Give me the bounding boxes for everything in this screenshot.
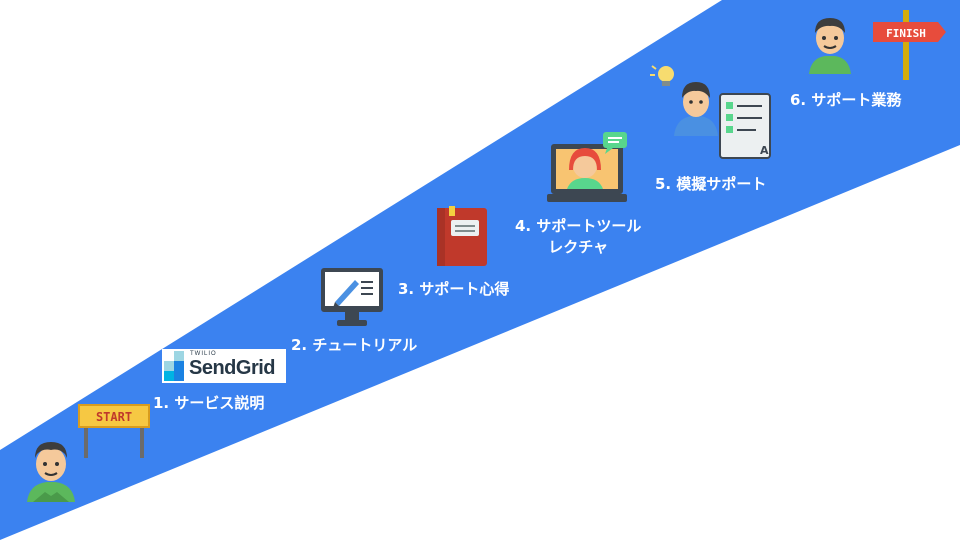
- step-1-label: 1. サービス説明: [153, 394, 265, 412]
- monitor-pen-icon: [321, 268, 383, 326]
- sendgrid-logo-mark: [164, 351, 184, 381]
- step-6-label: 6. サポート業務: [790, 91, 902, 109]
- person-idea-checklist-icon: A: [650, 65, 771, 159]
- sendgrid-logo-text: SendGrid: [189, 357, 276, 379]
- step-4-label: 4. サポートツール レクチャ: [515, 217, 642, 256]
- step-2-label: 2. チュートリアル: [291, 336, 418, 354]
- svg-text:A: A: [760, 144, 769, 157]
- laptop-support-icon: [547, 132, 627, 202]
- start-person-icon: [27, 442, 75, 502]
- red-book-icon: [437, 206, 487, 266]
- step-5-label: 5. 模擬サポート: [655, 175, 767, 193]
- finish-flag-person-icon: FINISH: [809, 10, 946, 80]
- sendgrid-logo: TWILIO SendGrid: [162, 349, 286, 383]
- sendgrid-logo-small-text: TWILIO: [190, 351, 217, 357]
- start-sign-text: START: [96, 410, 132, 424]
- step-3-label: 3. サポート心得: [398, 280, 510, 298]
- finish-sign-text: FINISH: [886, 27, 926, 40]
- start-gate: START: [78, 404, 150, 458]
